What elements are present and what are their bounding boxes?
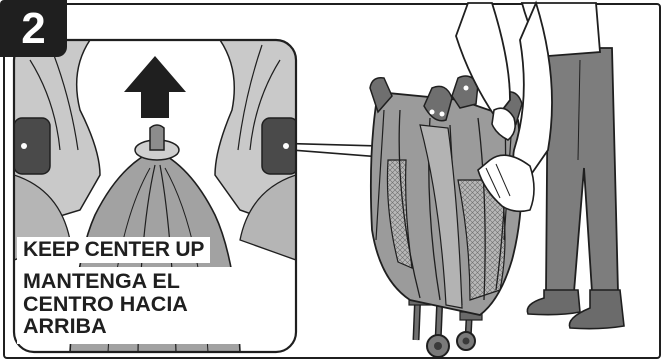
caption-english: KEEP CENTER UP <box>17 237 211 264</box>
up-arrow-icon <box>124 56 186 118</box>
person-illustration <box>455 0 625 330</box>
playard-illustration <box>369 75 523 358</box>
step-number-badge: 2 <box>0 0 67 57</box>
caption-spanish: MANTENGA EL CENTRO HACIA ARRIBA <box>17 267 241 344</box>
panel-frame <box>3 3 661 359</box>
